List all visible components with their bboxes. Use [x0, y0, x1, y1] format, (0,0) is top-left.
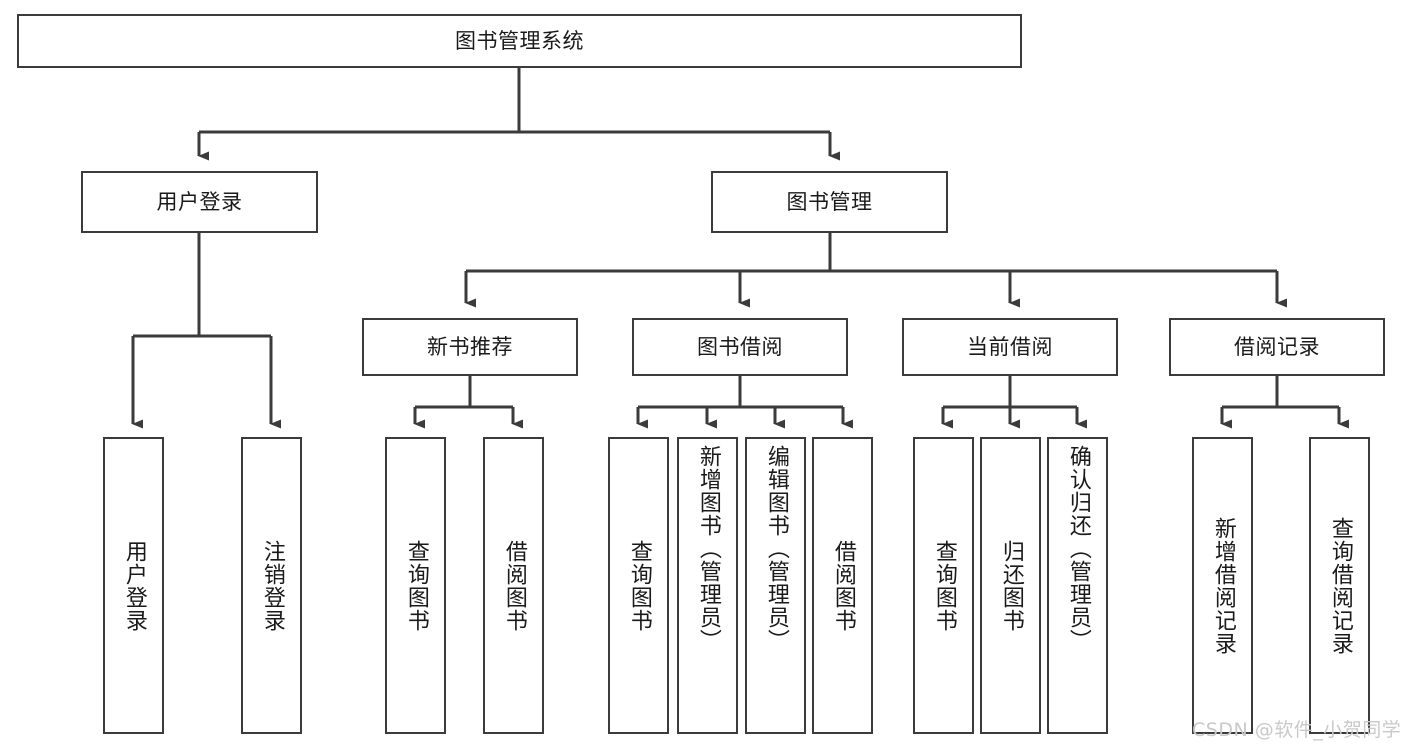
leaf-query-book-2-label: 查询图书: [626, 539, 652, 632]
leaf-query-record[interactable]: 查询借阅记录: [1309, 437, 1370, 734]
node-new-book-rec-label: 新书推荐: [427, 334, 513, 359]
node-book-manage[interactable]: 图书管理: [711, 171, 948, 233]
node-current-borrow-label: 当前借阅: [967, 334, 1053, 359]
leaf-query-book-1[interactable]: 查询图书: [385, 437, 446, 734]
node-borrow-record[interactable]: 借阅记录: [1169, 318, 1385, 376]
leaf-query-book-2[interactable]: 查询图书: [608, 437, 669, 734]
node-book-borrow-label: 图书借阅: [697, 334, 783, 359]
leaf-query-book-3-label: 查询图书: [931, 539, 957, 632]
leaf-borrow-book-2-label: 借阅图书: [830, 539, 856, 632]
node-root-label: 图书管理系统: [455, 28, 584, 53]
node-book-borrow[interactable]: 图书借阅: [632, 318, 848, 376]
leaf-edit-book-label: 编辑图书（管理员）: [763, 445, 789, 652]
leaf-user-login[interactable]: 用户登录: [103, 437, 164, 734]
leaf-add-record[interactable]: 新增借阅记录: [1192, 437, 1253, 734]
leaf-edit-book[interactable]: 编辑图书（管理员）: [745, 437, 806, 734]
node-current-borrow[interactable]: 当前借阅: [902, 318, 1118, 376]
leaf-query-book-3[interactable]: 查询图书: [913, 437, 974, 734]
leaf-query-book-1-label: 查询图书: [403, 539, 429, 632]
node-user-login[interactable]: 用户登录: [81, 171, 318, 233]
leaf-logout-label: 注销登录: [259, 539, 285, 632]
node-borrow-record-label: 借阅记录: [1234, 334, 1320, 359]
leaf-return-book[interactable]: 归还图书: [980, 437, 1041, 734]
leaf-query-record-label: 查询借阅记录: [1327, 516, 1353, 655]
leaf-add-book[interactable]: 新增图书（管理员）: [677, 437, 738, 734]
node-book-manage-label: 图书管理: [786, 189, 873, 214]
leaf-confirm-return-label: 确认归还（管理员）: [1065, 445, 1091, 652]
node-root[interactable]: 图书管理系统: [17, 14, 1022, 68]
leaf-logout[interactable]: 注销登录: [241, 437, 302, 734]
leaf-borrow-book-2[interactable]: 借阅图书: [812, 437, 873, 734]
leaf-borrow-book-1-label: 借阅图书: [501, 539, 527, 632]
leaf-return-book-label: 归还图书: [998, 539, 1024, 632]
node-new-book-rec[interactable]: 新书推荐: [362, 318, 578, 376]
leaf-user-login-label: 用户登录: [121, 539, 147, 632]
node-user-login-label: 用户登录: [156, 189, 243, 214]
leaf-confirm-return[interactable]: 确认归还（管理员）: [1047, 437, 1108, 734]
csdn-watermark: CSDN @软件_小贺同学: [1192, 719, 1402, 741]
leaf-add-record-label: 新增借阅记录: [1210, 516, 1236, 655]
leaf-add-book-label: 新增图书（管理员）: [695, 445, 721, 652]
leaf-borrow-book-1[interactable]: 借阅图书: [483, 437, 544, 734]
